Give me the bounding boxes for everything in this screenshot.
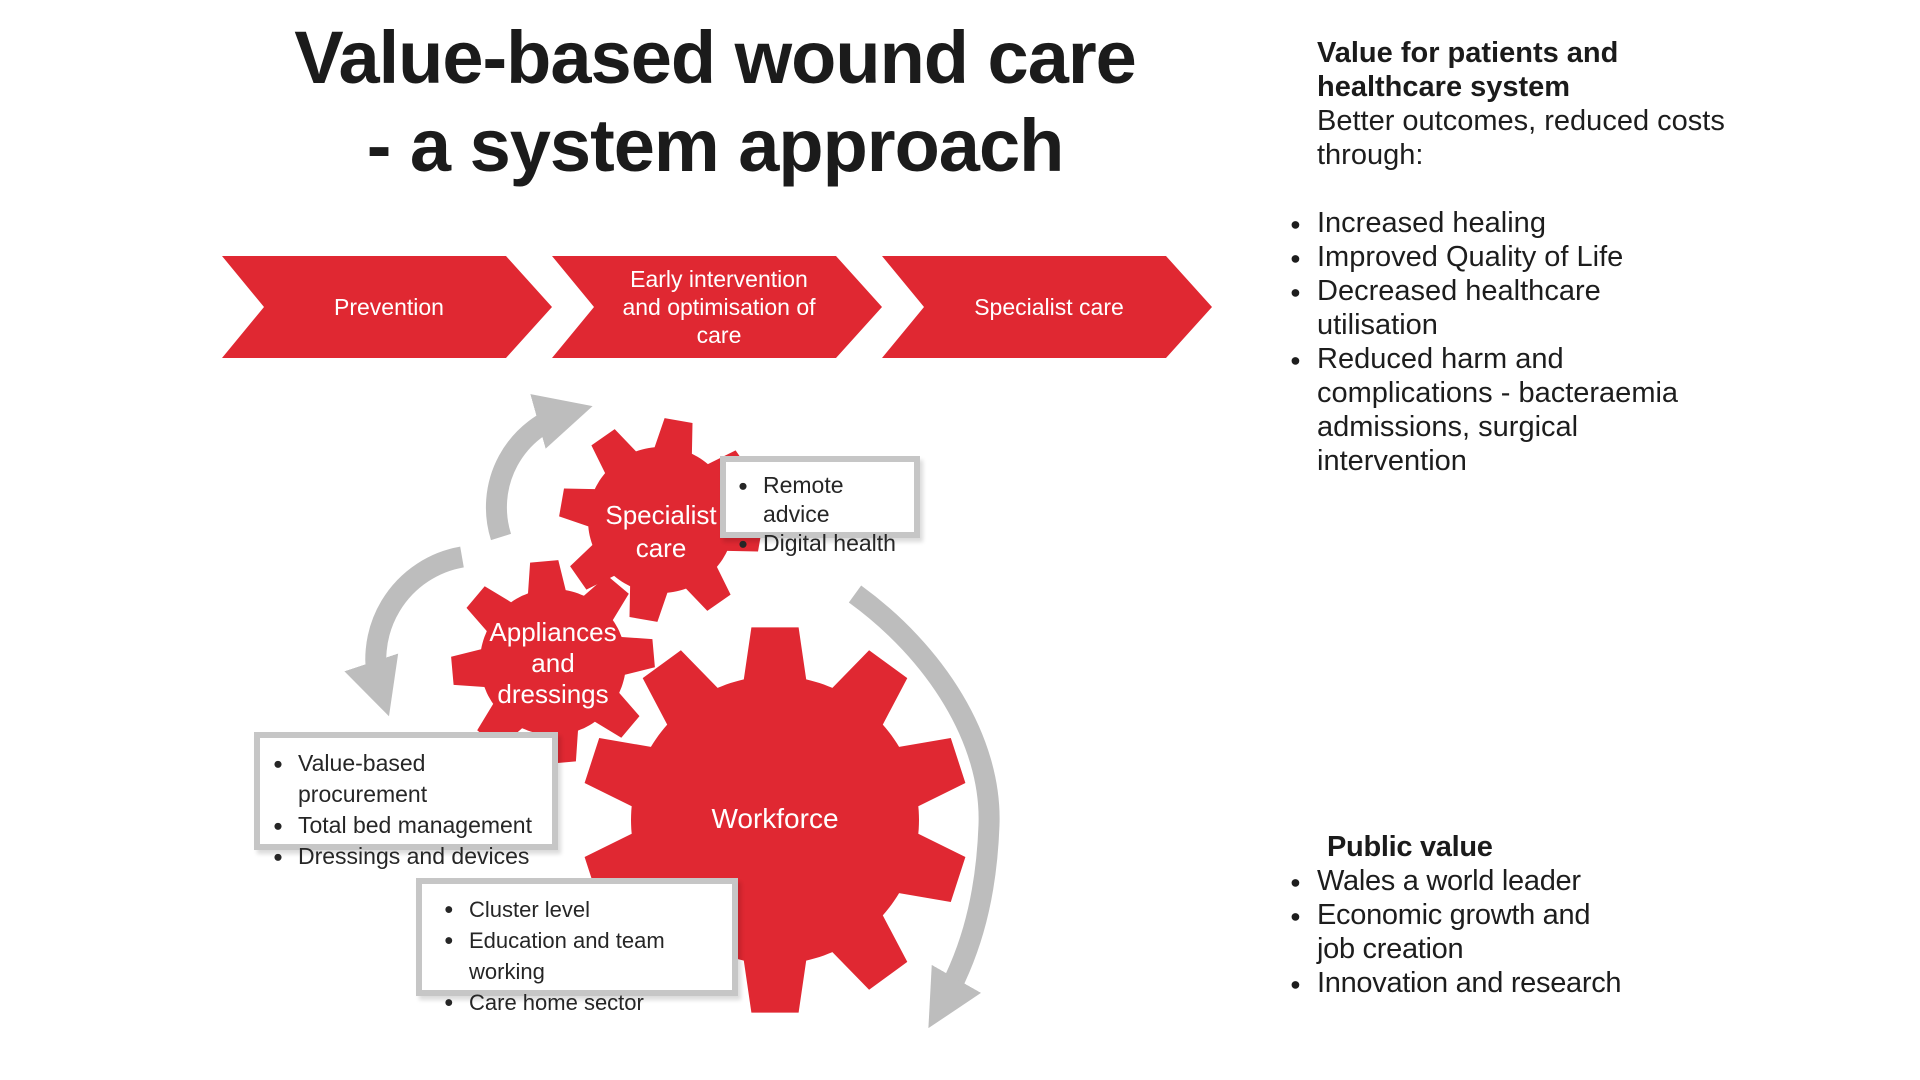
list-item: Dressings and devices [273, 841, 548, 872]
page-title: Value-based wound care - a system approa… [150, 14, 1280, 190]
panel-public-value: Public value Wales a world leader Econom… [1290, 830, 1629, 1001]
curved-arrow-down-left-icon [344, 546, 465, 717]
gear-appliances-icon [451, 560, 655, 764]
list-item: Reduced harm and complications - bactera… [1290, 342, 1727, 478]
chevron-specialist-care: Specialist care [882, 256, 1212, 358]
panel-patients-subheading: Better outcomes, reduced costs through: [1317, 105, 1725, 171]
gear-specialist-label: Specialist care [605, 500, 717, 563]
curved-arrow-up-icon [485, 394, 593, 541]
panel-public-heading: Public value [1327, 831, 1493, 863]
list-item: Innovation and research [1290, 966, 1629, 1001]
panel-patients-heading: Value for patients and healthcare system [1317, 37, 1619, 103]
callout-specialist-list: Remote advice Digital health [738, 471, 910, 558]
callout-workforce-list: Cluster level Education and team working… [444, 894, 728, 1018]
callout-appliances-dressings: Value-based procurement Total bed manage… [254, 732, 558, 872]
list-item: Total bed management [273, 810, 548, 841]
callout-specialist-care: Remote advice Digital health [720, 456, 920, 558]
callout-workforce: Cluster level Education and team working… [416, 878, 738, 1018]
list-item: Digital health [738, 529, 910, 558]
panel-value-for-patients: Value for patients and healthcare system… [1290, 36, 1727, 478]
chevron-early-intervention: Early intervention and optimisation of c… [552, 256, 882, 358]
page-title-line1: Value-based wound care [294, 16, 1137, 99]
chevron-prevention-label: Prevention [334, 294, 444, 320]
list-item: Remote advice [738, 471, 910, 529]
gear-appliances-label: Appliances and dressings [489, 617, 617, 709]
panel-public-list: Wales a world leader Economic growth and… [1290, 864, 1629, 1001]
chevron-prevention: Prevention [222, 256, 552, 358]
list-item: Education and team working [444, 925, 728, 987]
list-item: Cluster level [444, 894, 728, 925]
gear-workforce-label: Workforce [711, 803, 839, 834]
panel-patients-list: Increased healing Improved Quality of Li… [1290, 206, 1727, 478]
list-item: Decreased healthcare utilisation [1290, 274, 1727, 342]
list-item: Economic growth and job creation [1290, 898, 1629, 966]
list-item: Wales a world leader [1290, 864, 1629, 899]
callout-appliances-list: Value-based procurement Total bed manage… [273, 748, 548, 872]
list-item: Improved Quality of Life [1290, 240, 1727, 275]
curved-arrow-right-icon [848, 585, 1000, 1029]
gear-specialist-care-icon [559, 418, 763, 622]
list-item: Increased healing [1290, 206, 1727, 241]
page-title-line2: - a system approach [366, 104, 1065, 187]
list-item: Care home sector [444, 987, 728, 1018]
list-item: Value-based procurement [273, 748, 548, 810]
chevron-specialist-care-label: Specialist care [974, 294, 1124, 320]
chevron-early-intervention-label: Early intervention and optimisation of c… [622, 266, 816, 348]
